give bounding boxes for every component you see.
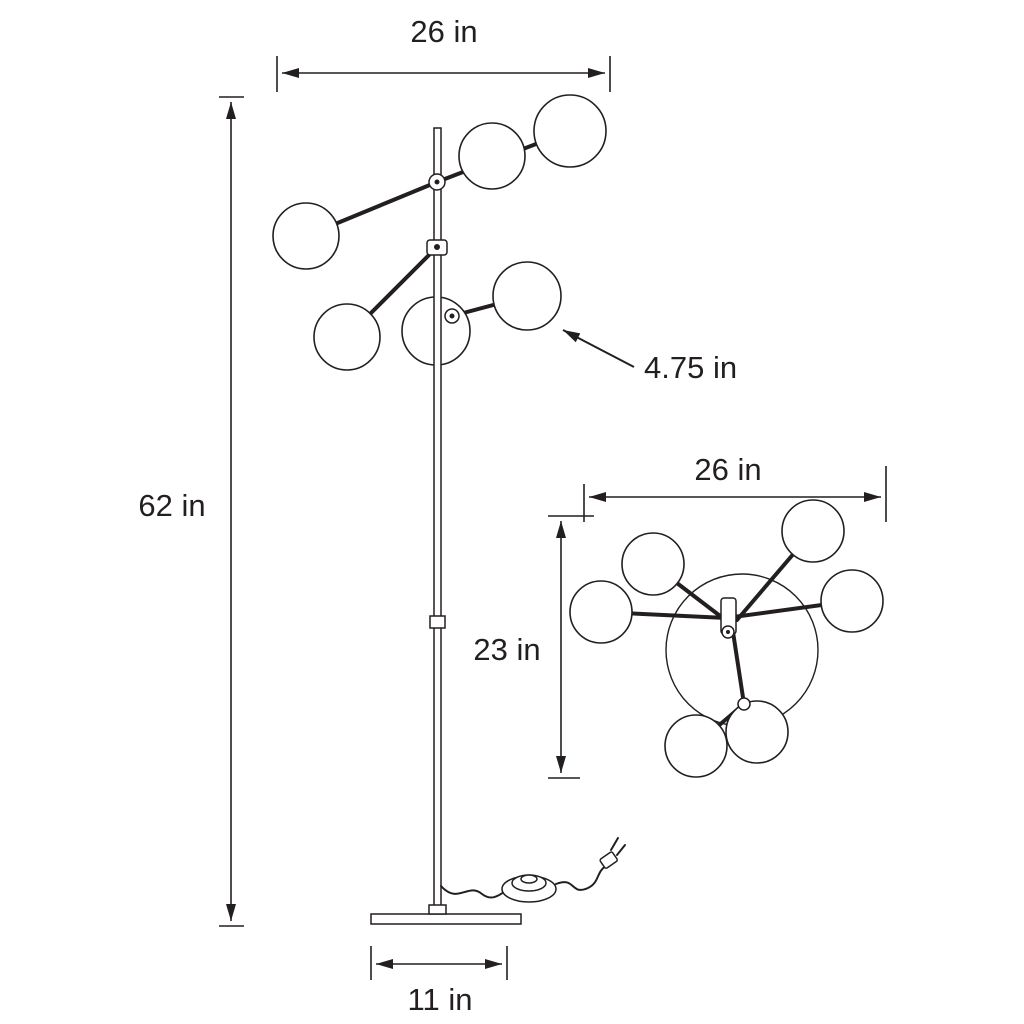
dimension-base-width: 11 in bbox=[370, 946, 508, 1017]
top-globe-3 bbox=[621, 532, 685, 596]
plug-prong-1 bbox=[610, 837, 619, 851]
globe-top-right bbox=[533, 94, 607, 168]
power-cord-assembly bbox=[440, 837, 626, 903]
cord-from-pole bbox=[440, 885, 505, 899]
top-globe-1 bbox=[781, 499, 845, 563]
foot-switch-button bbox=[520, 874, 538, 884]
pivot-lower-pin bbox=[449, 313, 455, 319]
top-hub-pin bbox=[726, 630, 730, 634]
dimension-globe-diameter: 4.75 in bbox=[562, 329, 737, 385]
pivot-upper-pin bbox=[434, 179, 440, 185]
top-depth-label: 23 in bbox=[473, 632, 540, 667]
top-globe-5 bbox=[664, 714, 728, 778]
globe-right-middle bbox=[492, 261, 562, 331]
globe-diameter-label: 4.75 in bbox=[644, 350, 737, 385]
plug-prong-2 bbox=[616, 844, 626, 856]
cord-to-plug bbox=[555, 865, 607, 891]
side-height-label: 62 in bbox=[138, 488, 205, 523]
dimension-side-width: 26 in bbox=[276, 14, 611, 92]
top-globe-4 bbox=[569, 580, 633, 644]
globe-upper-middle bbox=[458, 122, 526, 190]
top-width-label: 26 in bbox=[694, 452, 761, 487]
top-arm-stem bbox=[731, 630, 746, 706]
top-globe-2 bbox=[820, 569, 884, 633]
globe-lower-left bbox=[313, 303, 381, 371]
globe-left bbox=[272, 202, 340, 270]
base-width-label: 11 in bbox=[408, 982, 473, 1017]
top-globe-6 bbox=[725, 700, 789, 764]
dimension-side-height: 62 in bbox=[138, 96, 244, 927]
dimension-top-depth: 23 in bbox=[473, 515, 594, 779]
lamp-side-view bbox=[272, 94, 607, 925]
lamp-base bbox=[370, 913, 522, 925]
top-branch-pivot bbox=[737, 697, 751, 711]
side-width-label: 26 in bbox=[410, 14, 477, 49]
plug-body bbox=[599, 851, 618, 869]
pole-connector bbox=[429, 615, 446, 629]
bracket-middle-pin bbox=[434, 244, 440, 250]
base-flange bbox=[428, 904, 447, 915]
dimension-top-width: 26 in bbox=[583, 452, 887, 522]
lamp-top-view bbox=[569, 499, 884, 778]
